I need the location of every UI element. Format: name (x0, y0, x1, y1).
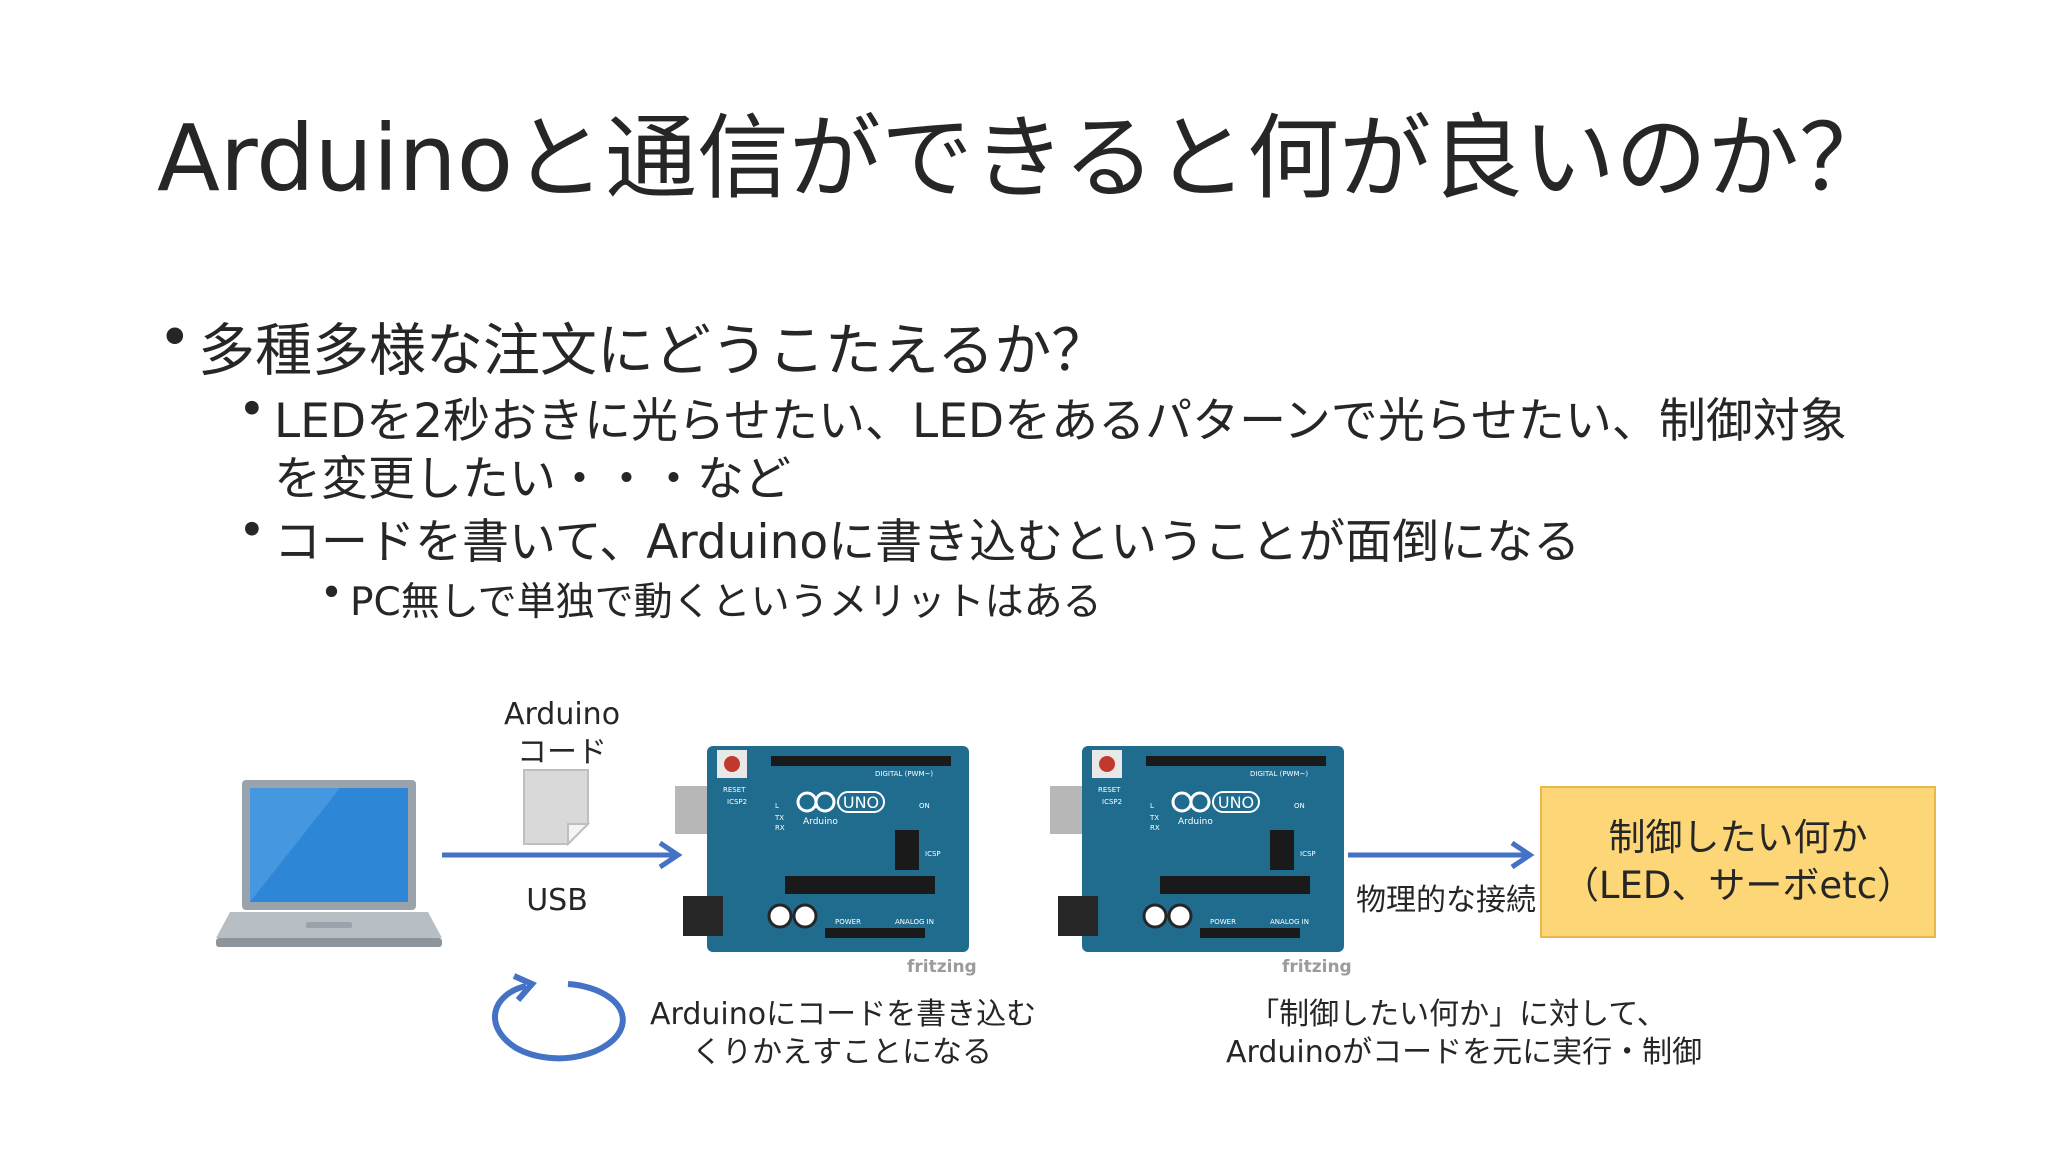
board-brand: UNO (843, 793, 879, 812)
slide-title: Arduinoと通信ができると何が良いのか？ (157, 105, 1892, 212)
board-reset: RESET (1098, 786, 1121, 794)
loop-caption: Arduinoにコードを書き込む くりかえすことになる (650, 996, 1037, 1071)
board-digital: DIGITAL (PWM~) (1250, 770, 1308, 778)
bullet-text: PC無しで単独で動くというメリットはある (350, 580, 1102, 625)
board-analog: ANALOG IN (1270, 918, 1309, 926)
board-reset: RESET (723, 786, 746, 794)
bullet-dot: • (238, 503, 266, 558)
code-label: Arduino コード (495, 696, 629, 771)
bullet-text: を変更したい・・・など (274, 452, 791, 507)
usb-label: USB (526, 883, 588, 918)
physical-connection-label: 物理的な接続 (1356, 883, 1536, 918)
bullet-text: 多種多様な注文にどうこたえるか？ (198, 318, 1109, 384)
bullet-dot: • (158, 305, 192, 371)
control-caption-line2: Arduinoがコードを元に実行・制御 (1226, 1034, 1703, 1070)
code-label-line2: コード (517, 734, 607, 770)
control-caption-line1: 「制御したい何か」に対して、 (1249, 997, 1667, 1032)
cycle-arrow-icon (492, 973, 626, 1062)
board-power: POWER (1210, 918, 1236, 926)
board-power: POWER (835, 918, 861, 926)
usb-arrow (442, 840, 683, 870)
bullet-level2-second: • コードを書いて、Arduinoに書き込むということが面倒になる (238, 503, 1581, 572)
bullet-level3: • PC無しで単独で動くというメリットはある (320, 571, 1102, 627)
board-fritzing: fritzing (907, 957, 977, 976)
bullet-level2-continuation: を変更したい・・・など (274, 440, 791, 509)
loop-caption-line2: くりかえすことになる (692, 1034, 992, 1070)
workflow-diagram: Arduino コード USB (0, 680, 2048, 1152)
target-line1: 制御したい何か (1608, 815, 1868, 859)
board-icsp: ICSP2 (1102, 798, 1122, 806)
board-l: L (1150, 802, 1154, 810)
bullet-dot: • (320, 571, 344, 616)
board-name: Arduino (803, 817, 838, 827)
bullet-level1: • 多種多様な注文にどうこたえるか？ (158, 305, 1109, 387)
bullet-level2-first: • LEDを2秒おきに光らせたい、LEDをあるパターンで光らせたい、制御対象 (238, 382, 1847, 451)
board-fritzing: fritzing (1282, 957, 1352, 976)
target-line2: （LED、サーボetc） (1561, 864, 1915, 907)
board-digital: DIGITAL (PWM~) (875, 770, 933, 778)
board-brand: UNO (1218, 793, 1254, 812)
board-tx: TX (774, 814, 784, 822)
board-analog: ANALOG IN (895, 918, 934, 926)
board-on: ON (1294, 802, 1305, 810)
code-label-line1: Arduino (503, 697, 621, 732)
arduino-board: UNO Arduino RESET ICSP2 DIGITAL (PWM~) P… (1050, 746, 1352, 976)
document-icon (523, 769, 590, 846)
bullet-dot: • (238, 382, 266, 437)
arduino-board: UNO Arduino RESET ICSP2 DIGITAL (PWM~) P… (675, 746, 977, 976)
laptop-icon (216, 780, 442, 947)
control-caption: 「制御したい何か」に対して、 Arduinoがコードを元に実行・制御 (1226, 996, 1703, 1071)
connection-arrow (1348, 840, 1535, 870)
board-rx: RX (1150, 824, 1160, 832)
board-rx: RX (775, 824, 785, 832)
loop-caption-line1: Arduinoにコードを書き込む (650, 997, 1037, 1032)
bullet-text: LEDを2秒おきに光らせたい、LEDをあるパターンで光らせたい、制御対象 (274, 394, 1847, 449)
board-icsp-right: ICSP (925, 850, 941, 858)
board-tx: TX (1149, 814, 1159, 822)
control-target-box: 制御したい何か （LED、サーボetc） (1540, 786, 1936, 938)
board-icsp: ICSP2 (727, 798, 747, 806)
board-l: L (775, 802, 779, 810)
board-icsp-right: ICSP (1300, 850, 1316, 858)
board-on: ON (919, 802, 930, 810)
bullet-text: コードを書いて、Arduinoに書き込むということが面倒になる (274, 515, 1581, 570)
board-name: Arduino (1178, 817, 1213, 827)
